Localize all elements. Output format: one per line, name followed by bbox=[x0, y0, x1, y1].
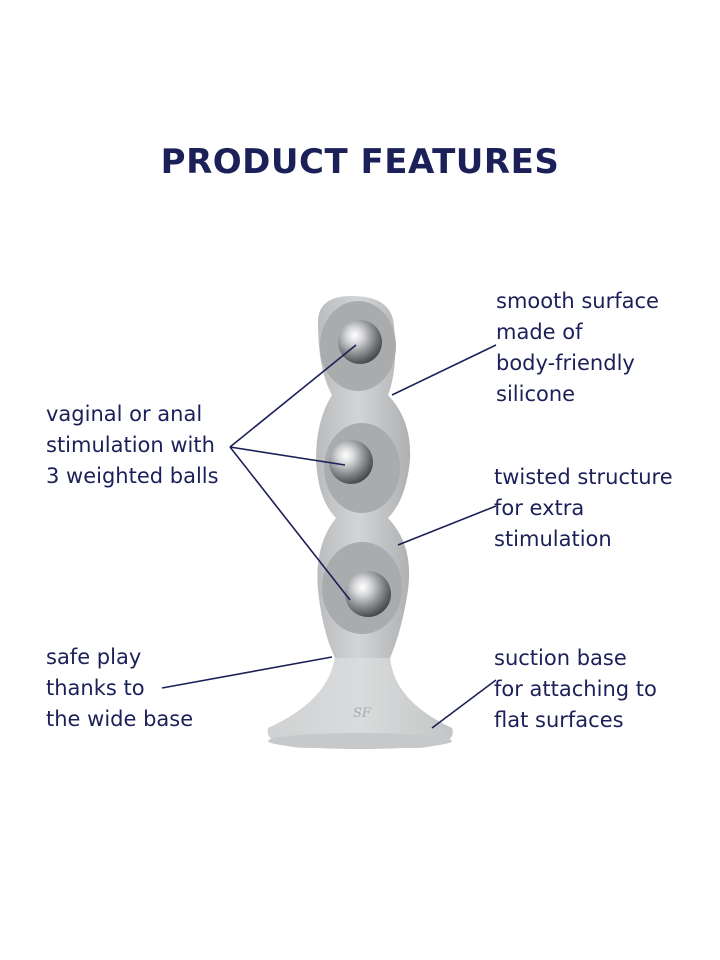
feature-line: vaginal or anal bbox=[46, 402, 203, 426]
leader-line-smooth bbox=[391, 344, 497, 396]
feature-line: for attaching to bbox=[494, 677, 657, 701]
leader-line-balls-bottom bbox=[229, 446, 351, 601]
leader-line-safe bbox=[161, 656, 333, 689]
leader-line-twisted bbox=[397, 505, 497, 546]
logo-mark-icon: SF bbox=[353, 706, 372, 721]
feature-line: flat surfaces bbox=[494, 708, 624, 732]
leader-line-suction bbox=[431, 679, 497, 729]
leader-line-balls-middle bbox=[229, 446, 346, 466]
feature-line: stimulation bbox=[494, 527, 612, 551]
page-title: PRODUCT FEATURES bbox=[160, 142, 560, 182]
feature-line: silicone bbox=[496, 382, 576, 406]
feature-line: twisted structure bbox=[494, 465, 673, 489]
leader-line-balls-top bbox=[229, 344, 357, 448]
feature-weighted-balls: vaginal or anal stimulation with 3 weigh… bbox=[46, 399, 219, 492]
feature-line: body-friendly bbox=[496, 351, 635, 375]
feature-safe-play: safe play thanks to the wide base bbox=[46, 642, 193, 735]
feature-line: stimulation with bbox=[46, 433, 215, 457]
feature-line: suction base bbox=[494, 646, 627, 670]
feature-twisted-structure: twisted structure for extra stimulation bbox=[494, 462, 673, 555]
feature-line: made of bbox=[496, 320, 583, 344]
suction-base bbox=[267, 655, 453, 749]
leader-lines bbox=[161, 344, 497, 729]
feature-line: smooth surface bbox=[496, 289, 659, 313]
feature-suction-base: suction base for attaching to flat surfa… bbox=[494, 643, 657, 736]
weighted-ball-icon bbox=[329, 440, 373, 484]
feature-line: 3 weighted balls bbox=[46, 464, 219, 488]
weighted-ball-icon bbox=[345, 571, 391, 617]
weighted-ball-icon bbox=[338, 320, 382, 364]
feature-line: for extra bbox=[494, 496, 585, 520]
feature-line: safe play bbox=[46, 645, 142, 669]
feature-smooth-surface: smooth surface made of body-friendly sil… bbox=[496, 286, 659, 410]
feature-line: the wide base bbox=[46, 707, 194, 731]
feature-line: thanks to bbox=[46, 676, 145, 700]
